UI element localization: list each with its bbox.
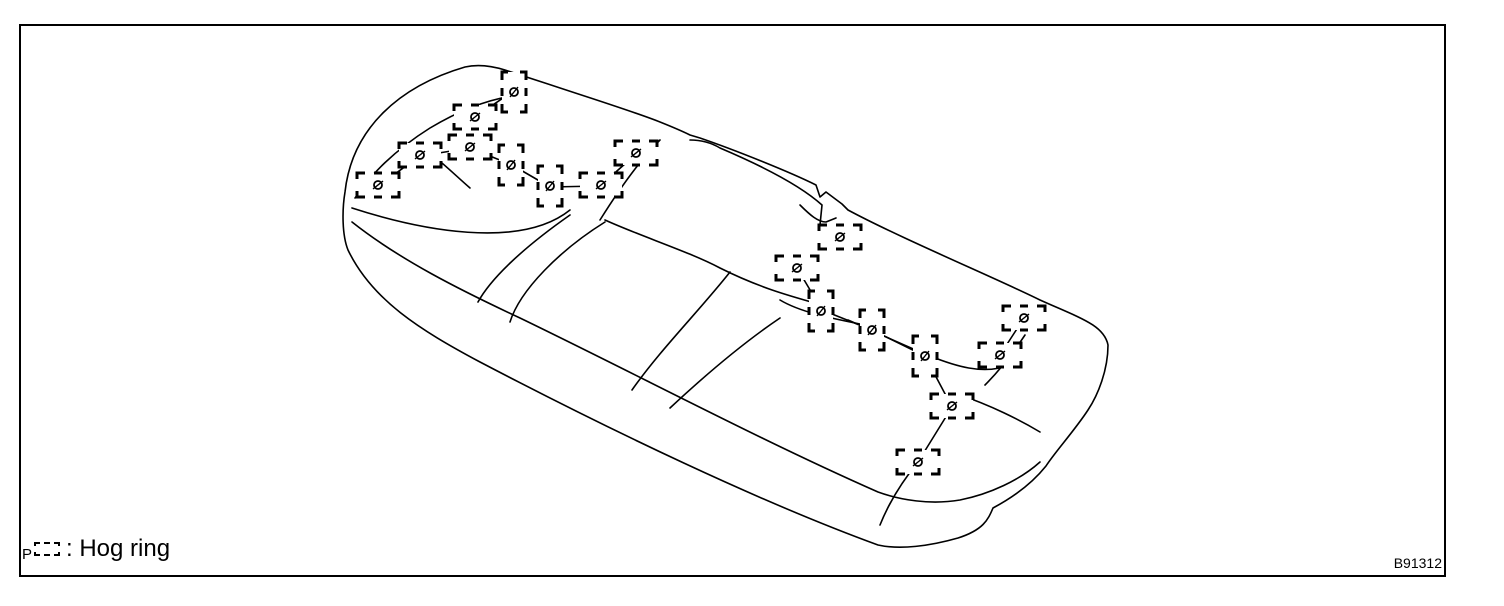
- hog-ring-callout: [807, 289, 835, 333]
- hog-ring-callout: [497, 143, 525, 187]
- seat-outline: [342, 64, 1109, 549]
- hog-ring-callout: [1001, 304, 1047, 332]
- hog-ring-callout: [452, 103, 498, 131]
- hog-ring-callout: [895, 448, 941, 476]
- legend: P : Hog ring: [22, 535, 171, 563]
- seat-base-edge: [351, 221, 1041, 503]
- hog-ring-callout: [817, 223, 863, 251]
- center-seat-front-right: [631, 271, 731, 391]
- seat-cutout-notch: [799, 204, 837, 223]
- hog-ring-callout: [397, 141, 443, 169]
- left-bolster-curve: [351, 207, 571, 234]
- hog-ring-callout: [355, 171, 401, 199]
- legend-label: : Hog ring: [66, 535, 171, 562]
- hog-ring-callout: [911, 334, 939, 378]
- hog-ring-callout: [613, 139, 659, 167]
- center-seat-fold-2: [669, 317, 781, 409]
- center-seat-fold-1: [477, 214, 571, 303]
- hog-ring-callout: [447, 133, 493, 161]
- hog-ring-callout: [774, 254, 820, 282]
- center-seat-edge: [604, 219, 823, 306]
- hog-ring-callout: [578, 171, 624, 199]
- hog-ring-callout: [858, 308, 886, 352]
- figure-code: B91312: [1393, 555, 1442, 571]
- center-seat-front-left: [509, 221, 606, 323]
- hog-ring-callout: [500, 70, 528, 114]
- hog-ring-callout: [536, 164, 564, 208]
- legend-marker: P: [22, 546, 33, 563]
- center-seat-panel: [689, 139, 846, 241]
- hog-ring-callout: [929, 392, 975, 420]
- hog-ring-symbol-icon: [34, 542, 61, 556]
- hog-ring-callout: [977, 341, 1023, 369]
